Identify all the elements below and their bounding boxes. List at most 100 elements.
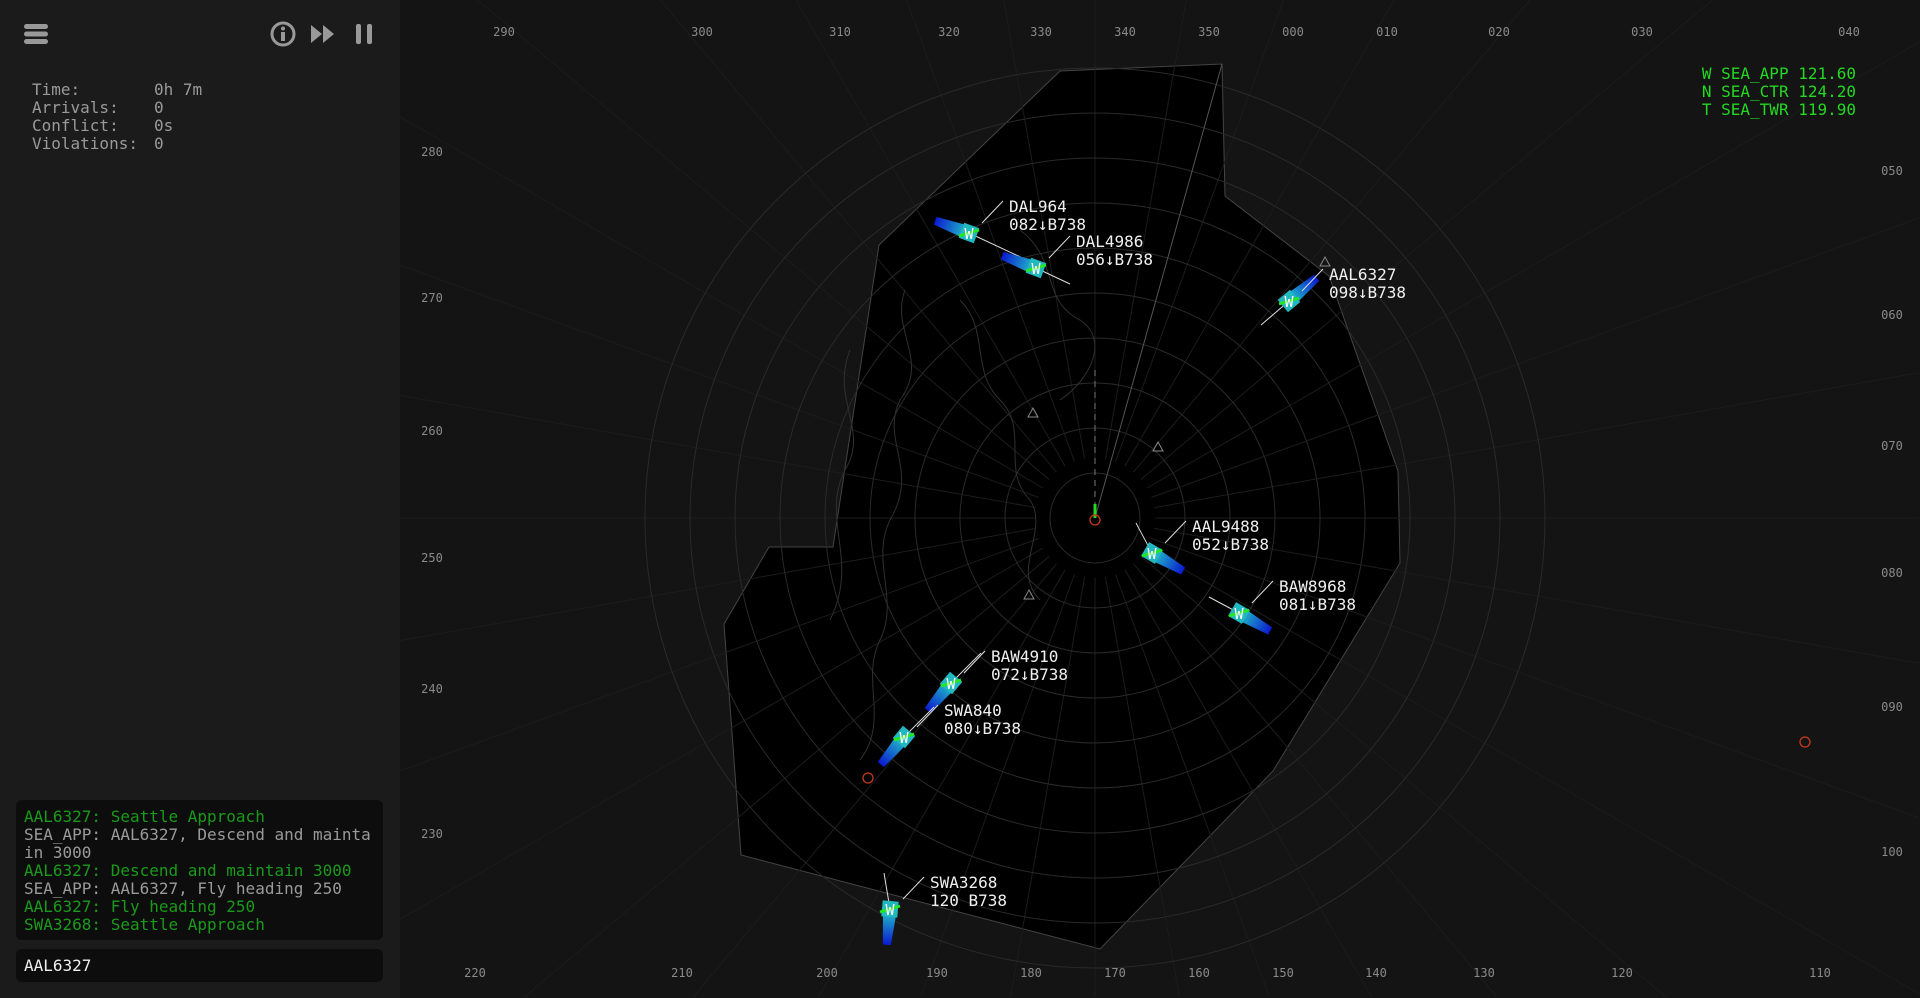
aircraft-swa840[interactable]: W [875, 704, 939, 769]
bearing-label: 350 [1198, 25, 1220, 39]
frequency-item[interactable]: N SEA_CTR 124.20 [1701, 82, 1856, 101]
radio-message: AAL6327: Descend and maintain 3000 [24, 861, 352, 880]
range-ring [779, 202, 1411, 834]
bearing-label: 130 [1473, 966, 1495, 980]
history-trail [882, 908, 897, 946]
bearing-line [905, 0, 1075, 462]
pause-icon[interactable] [348, 18, 380, 50]
altitude-type: 081↓B738 [1279, 595, 1357, 614]
radio-message: SEA_APP: AAL6327, Descend and maintain 3… [24, 825, 371, 862]
bearing-label: 230 [421, 827, 443, 841]
bearing-line [1133, 563, 1498, 998]
bearing-line [1003, 0, 1086, 459]
aircraft-baw8968[interactable]: W [1208, 580, 1274, 637]
bearing-label: 100 [1881, 845, 1903, 859]
bearing-label: 330 [1030, 25, 1052, 39]
bearing-line [1010, 577, 1086, 998]
bearing-line [477, 0, 1050, 480]
coastline [959, 299, 1041, 601]
label-leader [981, 200, 1004, 224]
altitude-type: 052↓B738 [1192, 535, 1270, 554]
waypoint-icon [1152, 440, 1164, 452]
aircraft-aal6327[interactable]: W [1260, 268, 1324, 326]
bearing-line [1115, 0, 1285, 462]
bearing-label: 000 [1282, 25, 1304, 39]
aircraft-dal4986[interactable]: W [1000, 235, 1071, 285]
bearing-label: 020 [1488, 25, 1510, 39]
bearing-label: 110 [1809, 966, 1831, 980]
range-ring [869, 292, 1321, 744]
bearing-line [523, 556, 1050, 998]
callsign: SWA3268 [930, 873, 998, 892]
altitude-type: 080↓B738 [944, 719, 1022, 738]
stat-value: 0h 7m [154, 80, 203, 99]
frequency-item[interactable]: T SEA_TWR 119.90 [1701, 100, 1856, 119]
radio-message: SWA3268: Seattle Approach [24, 915, 265, 934]
bearing-label: 280 [421, 145, 443, 159]
bearing-line [400, 264, 1039, 498]
approach-line [1094, 63, 1223, 519]
bearing-line [1154, 372, 1920, 509]
stat-row: Conflict:0s [32, 117, 202, 135]
bearing-line [659, 0, 1057, 473]
coastline [1019, 229, 1096, 401]
bearing-label: 190 [926, 966, 948, 980]
bearing-line [1146, 41, 1920, 489]
stat-row: Arrivals:0 [32, 99, 202, 117]
airport-icon [1089, 514, 1101, 526]
bearing-label: 070 [1881, 439, 1903, 453]
bearing-label: 300 [691, 25, 713, 39]
bearing-label: 250 [421, 551, 443, 565]
waypoint-icon [1027, 406, 1039, 418]
bearing-line [1133, 0, 1531, 473]
callsign: BAW4910 [991, 647, 1059, 666]
callsign: AAL6327 [1329, 265, 1397, 284]
bearing-line [1104, 577, 1180, 998]
wing-marker [1228, 608, 1250, 618]
callsign: AAL9488 [1192, 517, 1260, 536]
wing-marker [1141, 548, 1163, 558]
aircraft-baw4910[interactable]: W [922, 650, 986, 715]
stat-label: Arrivals: [32, 98, 119, 117]
bearing-line [795, 0, 1066, 467]
info-icon[interactable] [267, 18, 299, 50]
stat-value: 0s [154, 116, 174, 135]
fast-forward-icon[interactable] [307, 18, 339, 50]
aircraft-aal9488[interactable]: W [1135, 520, 1187, 577]
bearing-line [1104, 0, 1187, 459]
aircraft-swa3268[interactable]: W [879, 872, 925, 946]
bearing-line [400, 527, 1036, 642]
range-ring [734, 157, 1456, 879]
aircraft-dal964[interactable]: W [933, 200, 1030, 262]
bearing-label: 260 [421, 424, 443, 438]
label-leader [963, 650, 986, 674]
command-input[interactable] [16, 949, 383, 982]
range-ring [644, 67, 1546, 969]
bearing-label: 120 [1611, 966, 1633, 980]
bearing-label: 200 [816, 966, 838, 980]
sector-letter: W [899, 729, 909, 747]
altitude-type: 082↓B738 [1009, 215, 1087, 234]
bearing-line [1146, 547, 1920, 995]
altitude-type: 098↓B738 [1329, 283, 1407, 302]
bearing-line [400, 547, 1044, 920]
frequency-item[interactable]: W SEA_APP 121.60 [1701, 64, 1856, 83]
bearing-line [1151, 538, 1920, 819]
bearing-label: 210 [671, 966, 693, 980]
bearing-line [1151, 217, 1920, 498]
menu-icon[interactable] [20, 18, 52, 50]
